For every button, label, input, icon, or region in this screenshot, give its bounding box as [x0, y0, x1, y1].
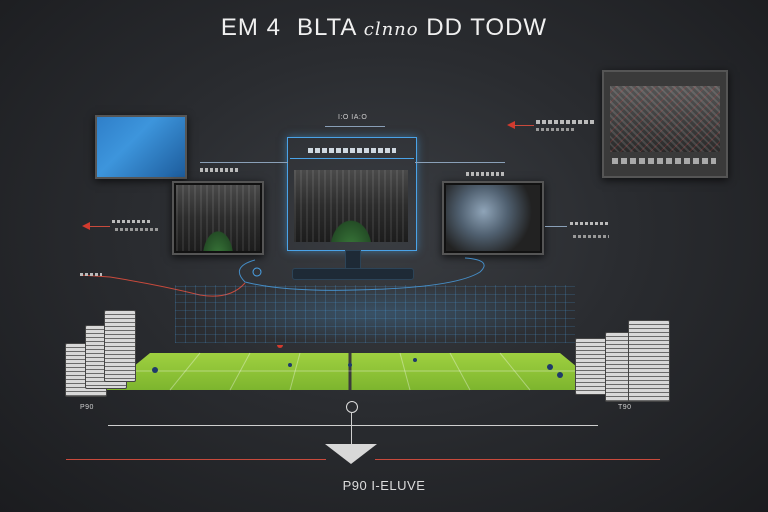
crowd-panel-caption-bar — [612, 158, 716, 164]
crowd-image — [610, 86, 720, 152]
bottom-red-line-left — [66, 459, 326, 460]
right-data-stack-1 — [575, 338, 607, 395]
bottom-guide-line — [108, 425, 598, 426]
label-bar-right-2 — [573, 235, 609, 238]
label-bar-right — [570, 222, 608, 225]
left-stadium-monitor — [172, 181, 264, 255]
blue-connection-loop — [238, 257, 485, 291]
right-monitor-photo — [446, 185, 540, 251]
right-photo-monitor — [442, 181, 544, 255]
main-monitor-base — [292, 268, 414, 280]
bottom-red-line-right — [375, 459, 660, 460]
main-monitor-header-bar — [308, 148, 396, 153]
label-bar-top-right — [536, 120, 596, 124]
right-side-line — [545, 226, 567, 227]
title-part-2: BLTA — [296, 14, 357, 41]
left-data-stack-3 — [104, 310, 136, 382]
title-part-1: EM 4 — [220, 14, 281, 41]
title-part-4: DD TODW — [426, 14, 548, 41]
soccer-field — [105, 345, 605, 391]
label-bar-top-right-2 — [536, 128, 576, 131]
diagram-title: EM 4 BLTA clnno DD TODW — [0, 14, 768, 42]
down-arrow-icon — [325, 444, 377, 464]
red-connector-left — [90, 226, 110, 227]
main-monitor-top-line — [290, 158, 414, 159]
label-bar-left-2 — [115, 228, 159, 231]
right-connector-line — [415, 162, 505, 163]
node-stem — [351, 412, 352, 444]
left-monitor-stadium-view — [176, 185, 260, 251]
right-stack-label: T90 — [618, 404, 632, 411]
left-stack-label: P90 — [80, 404, 94, 411]
label-bar-left — [112, 220, 152, 223]
node-circle — [346, 401, 358, 413]
left-connector-line — [200, 162, 288, 163]
right-monitor-label — [466, 172, 506, 176]
holographic-grid — [175, 285, 575, 343]
red-connector-top-right — [514, 125, 534, 126]
center-top-line — [325, 126, 385, 127]
red-arrow-left — [82, 222, 90, 230]
main-monitor-frame — [287, 137, 417, 251]
footer-label: P90 I-ELUVE — [342, 478, 426, 493]
title-part-3: clnno — [363, 19, 419, 40]
red-arrow-top-right — [507, 121, 515, 129]
label-bar-far-left — [80, 273, 102, 276]
left-monitor-label — [200, 168, 240, 172]
blue-monitor — [95, 115, 187, 179]
crowd-panel — [602, 70, 728, 178]
right-data-stack-3 — [628, 320, 670, 402]
center-top-label: I:O IA:O — [338, 114, 368, 121]
main-monitor-stadium-view — [294, 170, 408, 242]
left-red-curve — [79, 274, 246, 297]
